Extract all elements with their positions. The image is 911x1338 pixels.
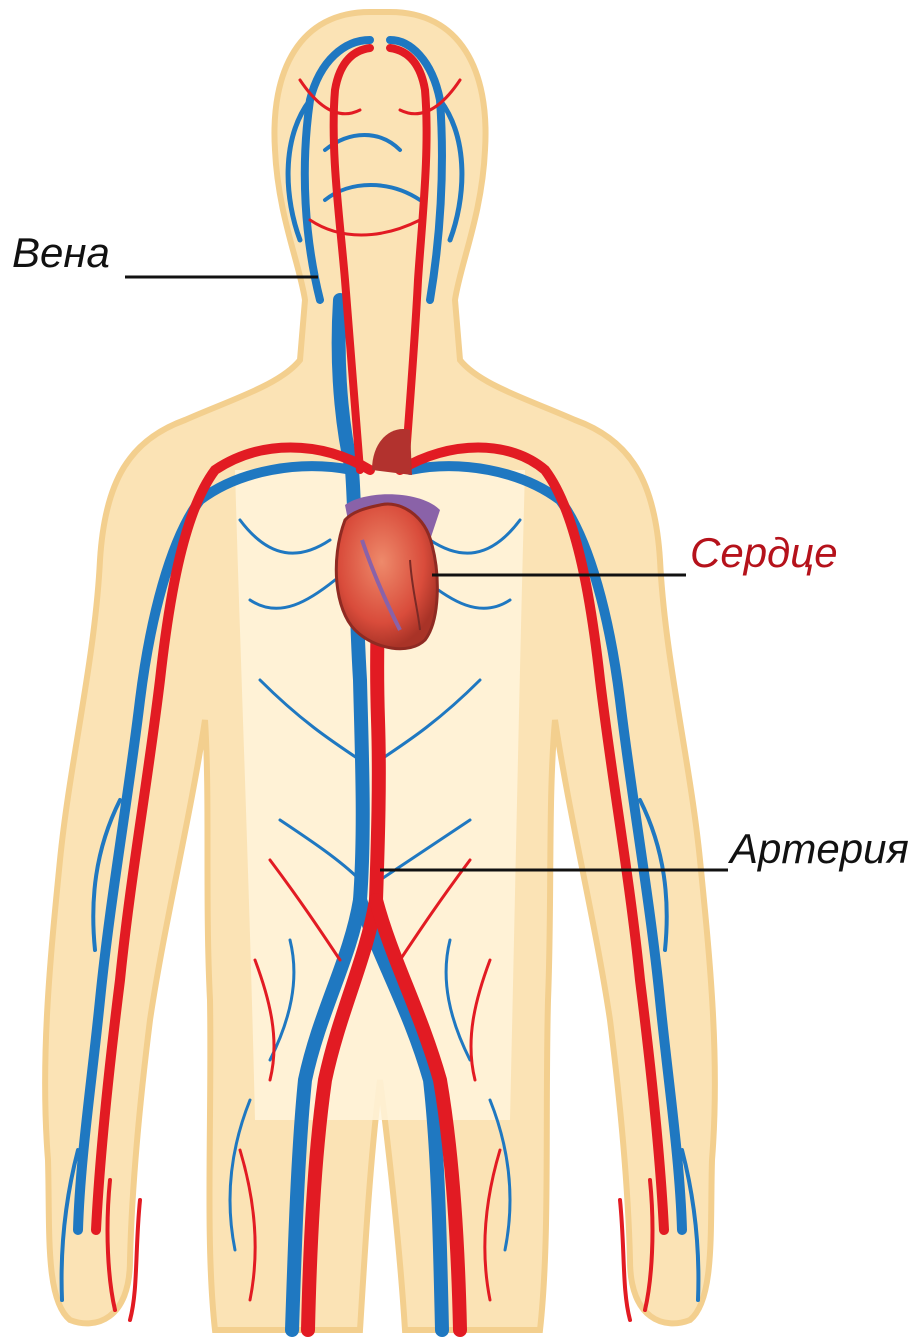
heart-label: Сердце <box>690 532 838 574</box>
artery-label: Артерия <box>730 828 909 870</box>
vein-label: Вена <box>12 232 110 274</box>
